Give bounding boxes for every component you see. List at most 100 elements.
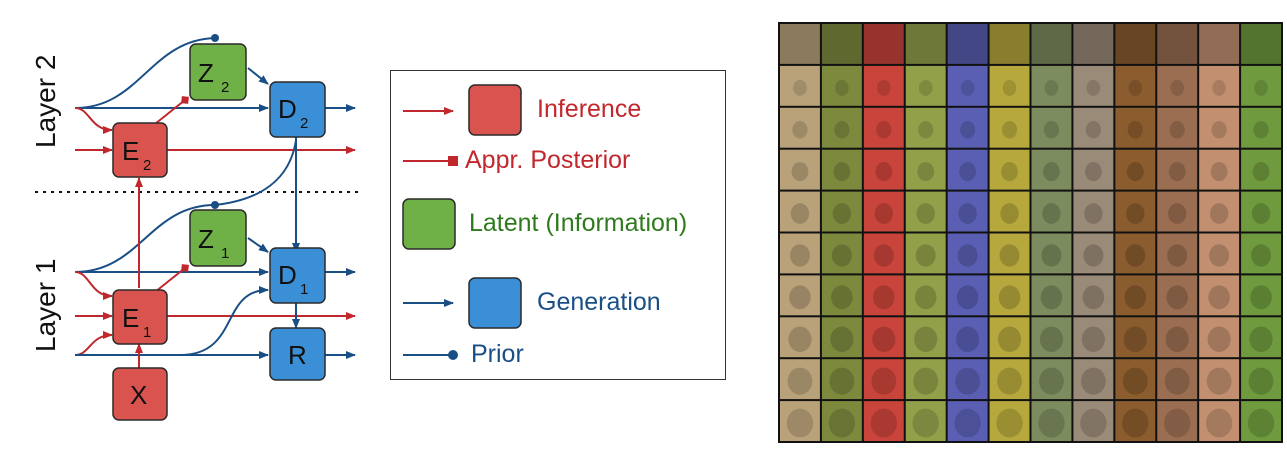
sample-tile-object	[1043, 162, 1060, 182]
sample-tile-object	[832, 203, 852, 224]
sample-tile-object	[828, 408, 856, 438]
sample-tile	[947, 149, 988, 190]
sample-tile-object	[918, 120, 934, 139]
sample-tile-object	[997, 326, 1022, 353]
sample-tile-object	[1251, 244, 1272, 267]
sample-tile-object	[1164, 408, 1191, 438]
legend: Inference Appr. Posterior Latent (Inform…	[390, 70, 726, 380]
sample-tile	[947, 107, 988, 148]
sample-tile	[1199, 149, 1240, 190]
edge-d2-to-z1-prior	[214, 139, 297, 206]
sample-tile-object	[914, 326, 938, 353]
sample-tile-object	[833, 162, 851, 182]
sample-tile-object	[873, 244, 894, 267]
sample-tile	[1241, 107, 1281, 148]
edge-inf-input-l2	[74, 107, 113, 134]
sample-tile	[1031, 65, 1072, 106]
node-e2: E 2	[112, 122, 168, 178]
sample-tile	[780, 107, 820, 148]
sample-tile-object	[792, 120, 808, 139]
sample-tile	[1031, 107, 1072, 148]
sample-tile-object	[1086, 79, 1101, 96]
sample-tile-object	[1168, 162, 1186, 182]
sample-tile-object	[1080, 408, 1107, 438]
sample-tile-object	[1251, 203, 1271, 224]
node-d2: D 2	[269, 81, 326, 138]
sample-tile-object	[787, 367, 813, 395]
sample-tile	[821, 24, 862, 64]
sample-tile-object	[873, 285, 895, 310]
sample-tile	[863, 107, 904, 148]
sample-tile	[1115, 107, 1156, 148]
sample-tile-object	[831, 244, 852, 267]
sample-tile-object	[1041, 244, 1062, 267]
sample-tile-object	[1254, 79, 1268, 96]
sample-tile-object	[1039, 367, 1064, 395]
sample-tile	[1031, 149, 1072, 190]
sample-tile-object	[916, 203, 935, 224]
sample-tile-object	[829, 367, 855, 395]
sample-tile	[1073, 24, 1114, 64]
edge-z2-d2	[247, 67, 269, 85]
sample-tile-object	[999, 244, 1020, 267]
sample-tile-object	[1084, 203, 1103, 224]
sample-tile-object	[1209, 244, 1230, 267]
sample-tile-object	[1002, 79, 1017, 96]
sample-tile-object	[1169, 120, 1185, 139]
legend-generation-swatch	[468, 277, 522, 329]
sample-tile-object	[1208, 285, 1230, 310]
sample-tile	[821, 107, 862, 148]
sample-tile-object	[1248, 367, 1274, 395]
sample-tile	[821, 65, 862, 106]
sample-tile	[947, 24, 988, 64]
architecture-diagram: Layer 2 Layer 1 Z 2 D 2 E	[30, 34, 360, 421]
legend-latent-swatch	[402, 198, 456, 250]
node-e1-label: E	[122, 303, 139, 333]
sample-tile-object	[959, 162, 977, 182]
sample-tile	[989, 107, 1030, 148]
legend-generation-label: Generation	[537, 288, 661, 316]
sample-tile	[1241, 65, 1281, 106]
node-z1: Z 1	[189, 209, 247, 267]
sample-tile	[1241, 149, 1281, 190]
sample-tile-object	[1128, 79, 1143, 96]
sample-tile-object	[1253, 120, 1269, 139]
sample-tile-object	[1125, 244, 1146, 267]
node-d1-sub: 1	[300, 281, 308, 298]
sample-tile-object	[830, 326, 854, 353]
sample-tile-object	[1250, 285, 1272, 310]
sample-tile-object	[1124, 285, 1147, 310]
sample-tile	[905, 107, 946, 148]
edge-e1-z1	[154, 264, 189, 293]
node-e2-label: E	[122, 136, 139, 166]
sample-tile-object	[1165, 326, 1189, 353]
edge-inf-input-l1a	[74, 271, 113, 300]
sample-tile-object	[918, 79, 933, 96]
sample-tile-object	[1205, 408, 1233, 438]
sample-tile-object	[835, 79, 849, 96]
node-z1-label: Z	[198, 224, 214, 254]
layer-1-label: Layer 1	[30, 259, 61, 352]
node-e1-sub: 1	[143, 324, 151, 341]
sample-tile-object	[998, 285, 1021, 310]
sample-tile	[1157, 65, 1198, 106]
sample-tile	[1241, 24, 1281, 64]
sample-tile	[989, 149, 1030, 190]
node-x-label: X	[130, 380, 147, 410]
sample-tile-object	[1044, 79, 1059, 96]
sample-tile-object	[913, 367, 939, 395]
sample-tile	[905, 65, 946, 106]
legend-prior-dot-icon	[448, 350, 458, 360]
sample-tile-object	[1038, 408, 1065, 438]
sample-tile	[863, 65, 904, 106]
sample-tile	[1199, 65, 1240, 106]
node-z1-sub: 1	[221, 245, 229, 262]
sample-tile-object	[1081, 367, 1106, 395]
sample-tile-object	[960, 79, 975, 96]
legend-prior-label: Prior	[471, 340, 524, 368]
sample-tile-object	[874, 203, 893, 224]
sample-tile	[863, 149, 904, 190]
sample-tile-object	[1210, 162, 1228, 182]
legend-latent-label: Latent (Information)	[469, 209, 688, 237]
node-r: R	[269, 327, 326, 381]
